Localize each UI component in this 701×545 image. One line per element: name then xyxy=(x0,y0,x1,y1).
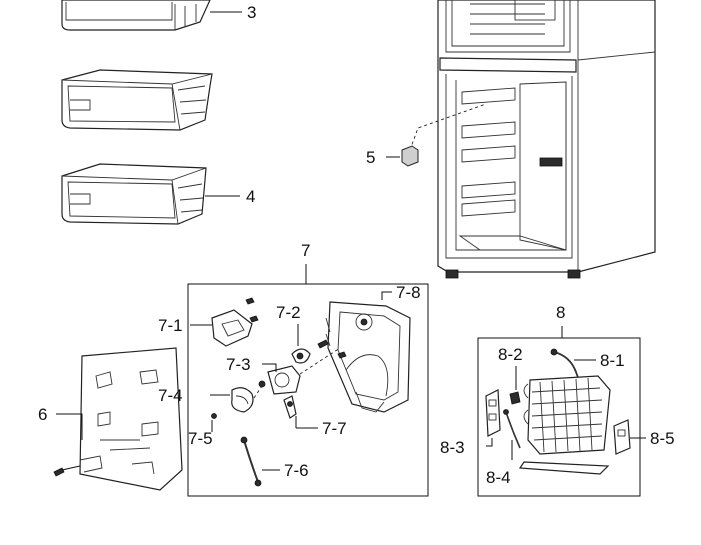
part-7-7 xyxy=(283,395,318,429)
label-7-8: 7-8 xyxy=(396,283,421,302)
part-7-5 xyxy=(211,413,217,432)
part-6-back-panel xyxy=(53,347,183,491)
label-6: 6 xyxy=(38,405,47,424)
label-8-4: 8-4 xyxy=(486,468,511,487)
part-8-3-bracket xyxy=(485,389,501,447)
label-8-2: 8-2 xyxy=(498,345,523,364)
label-8-1: 8-1 xyxy=(600,351,625,370)
part-7-4-fan-blade xyxy=(210,385,263,413)
part-5-clip xyxy=(386,145,419,167)
label-5: 5 xyxy=(366,148,375,167)
group-8-box xyxy=(477,337,641,497)
part-8-5-bracket xyxy=(613,419,646,455)
label-7-7: 7-7 xyxy=(322,419,347,438)
label-7: 7 xyxy=(301,241,310,260)
part-7-2 xyxy=(291,324,311,364)
drawer-part-4 xyxy=(61,163,240,225)
part-7-3-fan-motor xyxy=(258,339,329,395)
part-8-evaporator xyxy=(518,375,611,475)
label-7-3: 7-3 xyxy=(226,355,251,374)
part-8-2 xyxy=(509,366,521,405)
label-7-5: 7-5 xyxy=(188,429,213,448)
part-7-8-evaporator-cover xyxy=(299,291,411,413)
group-7-box xyxy=(187,283,429,497)
label-3: 3 xyxy=(247,3,256,22)
part-7-6-harness xyxy=(240,436,280,487)
label-4: 4 xyxy=(246,187,255,206)
label-7-6: 7-6 xyxy=(284,461,309,480)
part-8-4 xyxy=(503,409,521,460)
label-8-5: 8-5 xyxy=(650,429,675,448)
label-8: 8 xyxy=(556,303,565,322)
drawer-part-3 xyxy=(61,0,242,31)
label-7-4: 7-4 xyxy=(158,386,183,405)
refrigerator-cabinet xyxy=(409,0,656,279)
label-7-2: 7-2 xyxy=(276,303,301,322)
label-8-3: 8-3 xyxy=(440,438,465,457)
part-7-1-cover xyxy=(190,297,259,347)
label-7-1: 7-1 xyxy=(158,316,183,335)
drawer-middle xyxy=(61,69,213,131)
